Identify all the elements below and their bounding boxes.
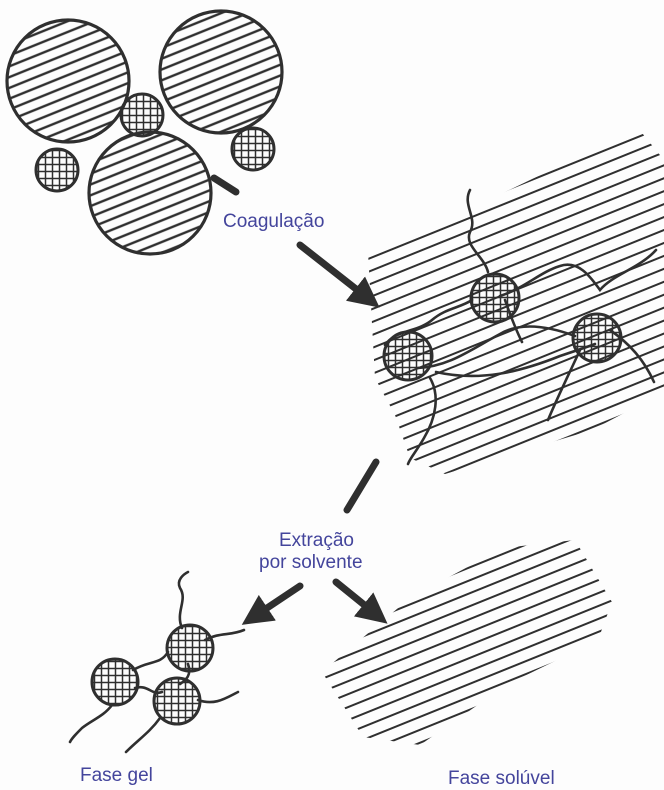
large-particle-3 xyxy=(89,132,211,254)
gel-particle-1 xyxy=(121,94,163,136)
extraction-label-line2: por solvente xyxy=(259,552,363,573)
gel-phase-label: Fase gel xyxy=(80,765,153,786)
coagulation-arrows xyxy=(214,178,370,300)
coagulation-arrow xyxy=(300,245,370,300)
gel-phase xyxy=(70,572,244,752)
extraction-arrow xyxy=(347,462,376,510)
gel-phase-domain-1 xyxy=(167,625,213,671)
gel-phase-arrow xyxy=(252,586,300,618)
gel-phase-chains xyxy=(70,572,244,752)
gel-phase-domain-2 xyxy=(92,659,138,705)
gel-particle-2 xyxy=(36,149,78,191)
gel-particle-3 xyxy=(232,128,274,170)
gel-domain-2 xyxy=(384,332,432,380)
extraction-label-line1: Extração xyxy=(279,530,354,551)
coagulation-arrow-stub xyxy=(214,178,236,192)
gel-domain-1 xyxy=(471,274,519,322)
coagulated-rubber xyxy=(340,110,664,490)
large-particle-1 xyxy=(7,20,129,142)
soluble-phase-arrow xyxy=(336,582,378,616)
coagulation-label: Coagulação xyxy=(223,211,324,232)
gel-domain-3 xyxy=(573,314,621,362)
soluble-phase-label: Fase solúvel xyxy=(448,768,555,789)
large-particle-2 xyxy=(160,11,282,133)
gel-phase-domain-3 xyxy=(154,678,200,724)
